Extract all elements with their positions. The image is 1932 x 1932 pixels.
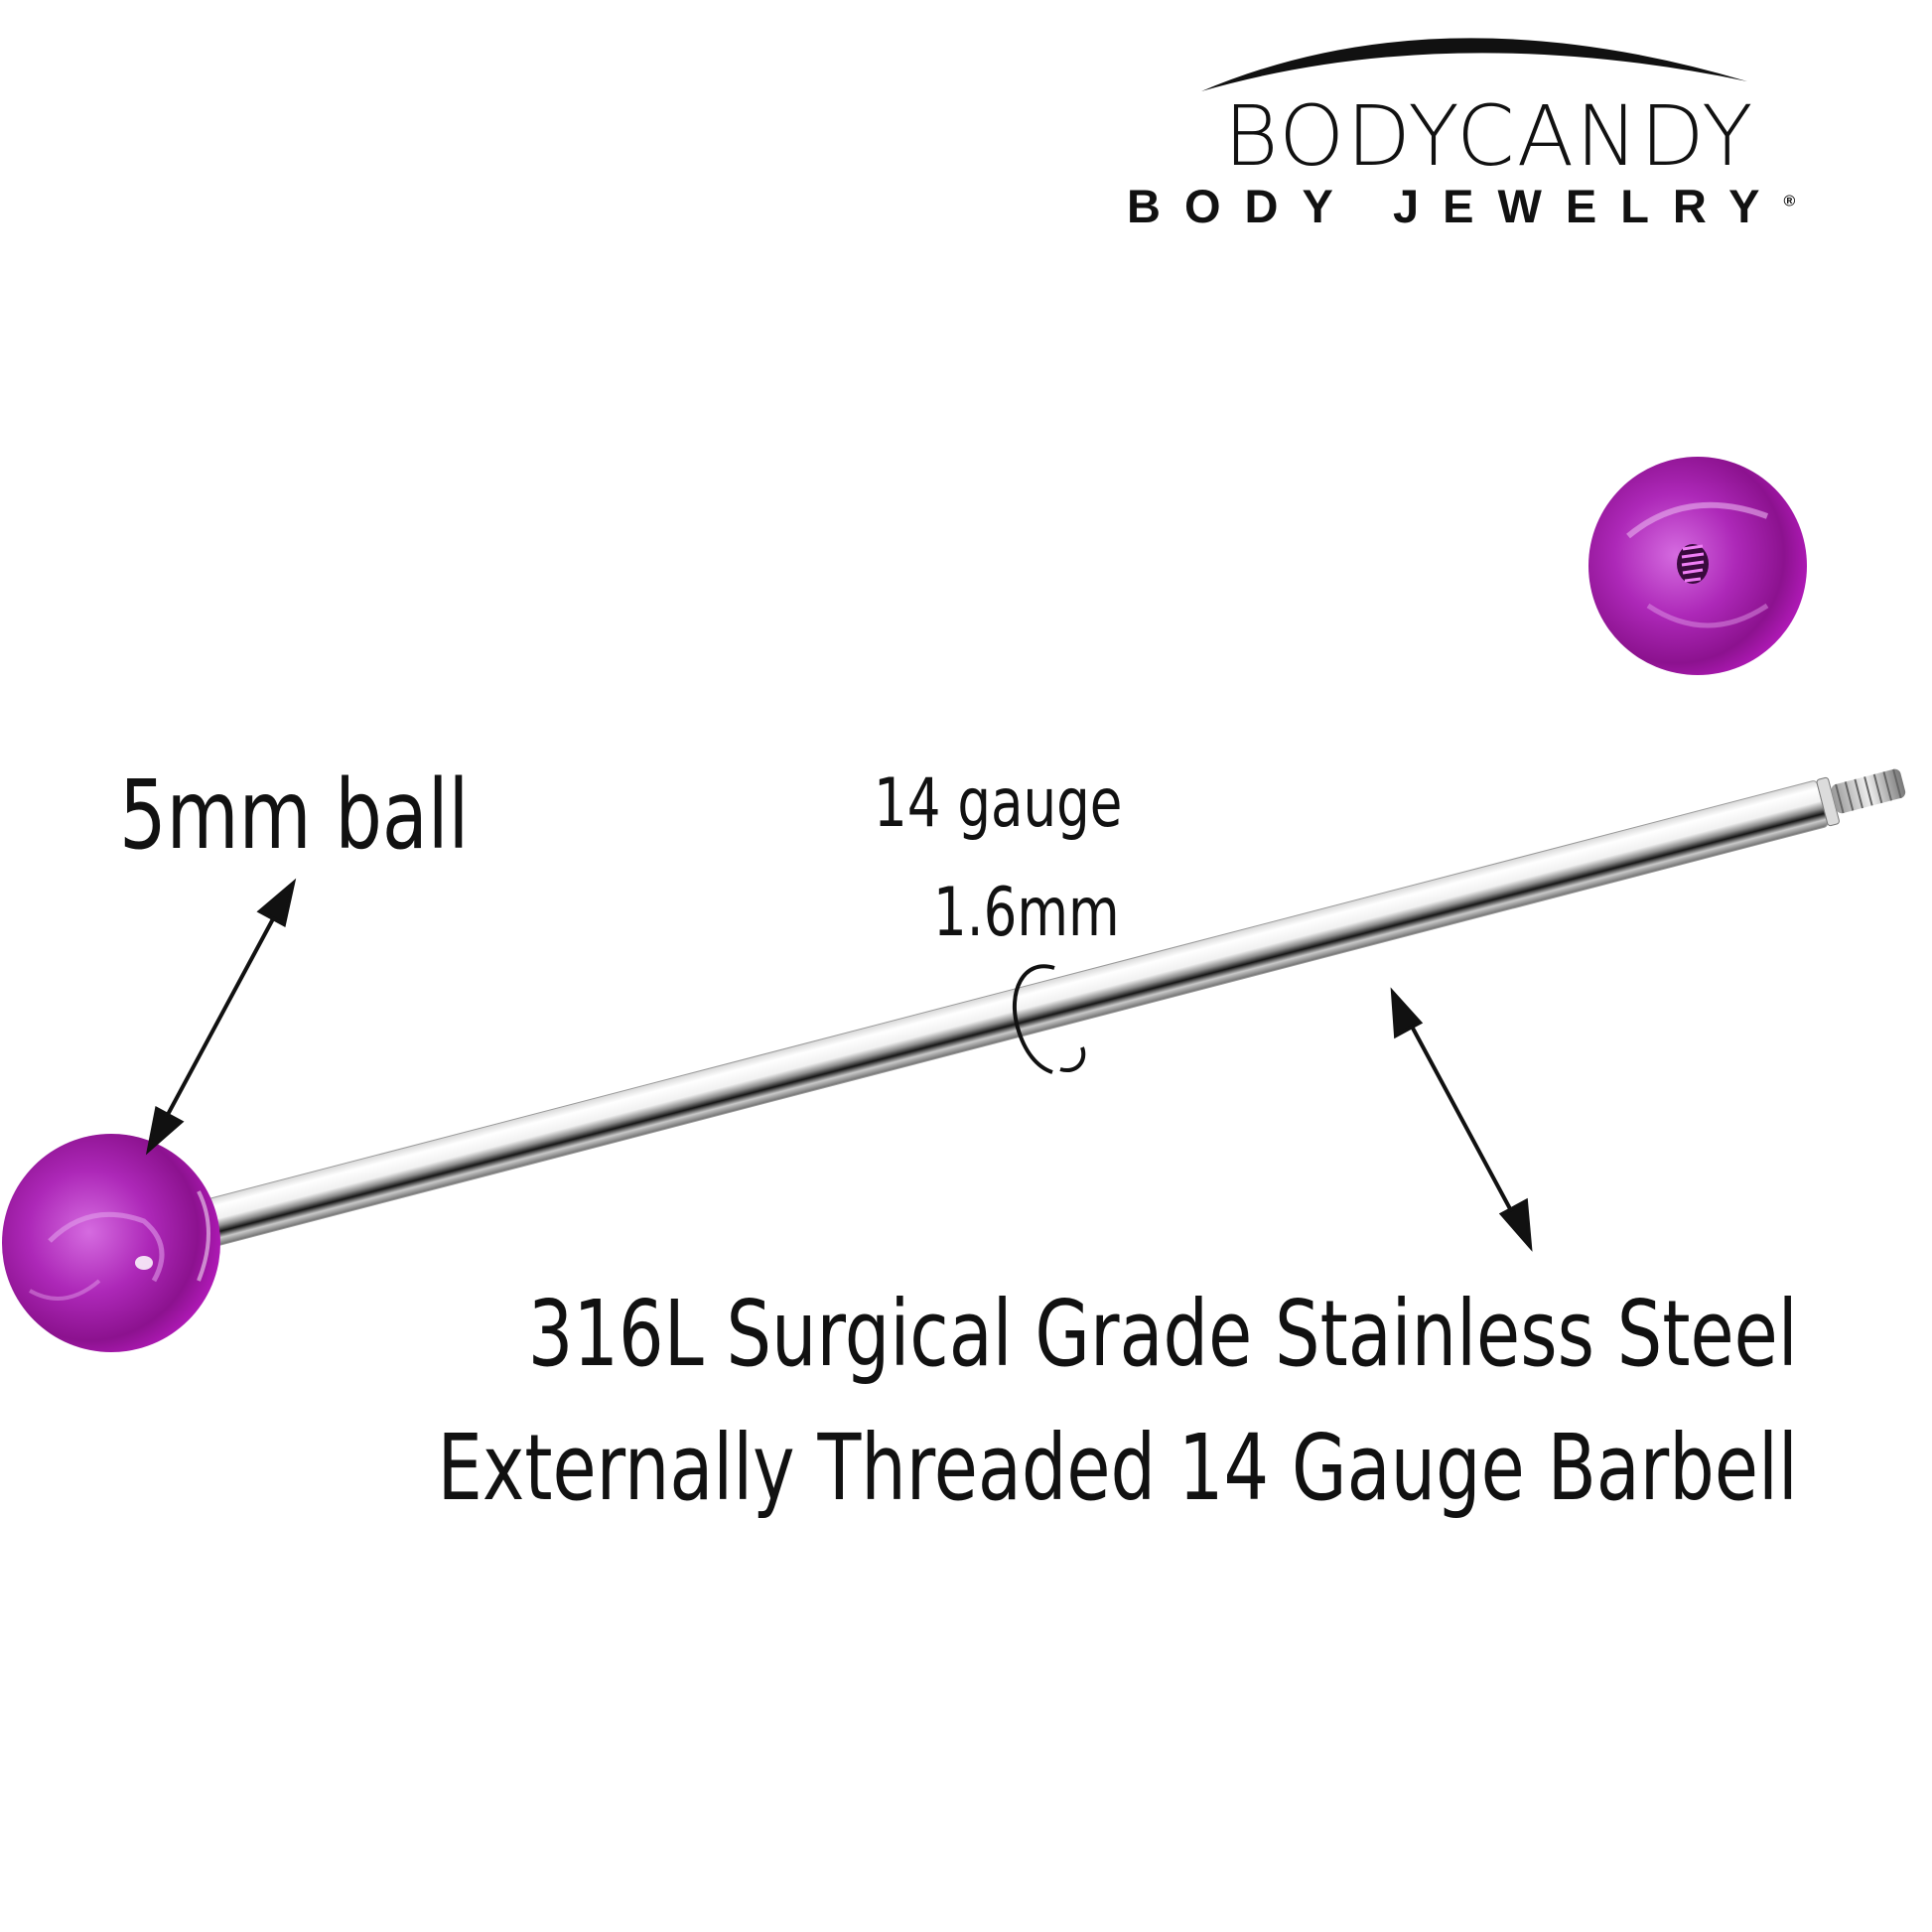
material-arrow: [1390, 987, 1533, 1252]
brand-logo: BODYCANDY BODY JEWELRY®: [1052, 20, 1926, 233]
gauge-ring: [1012, 964, 1086, 1074]
ball-size-arrow: [145, 878, 297, 1156]
gauge-mm-label: 1.6mm: [933, 874, 1120, 952]
ball-on-bar: [2, 1134, 220, 1352]
barbell-description: Externally Threaded 14 Gauge Barbell: [437, 1415, 1798, 1521]
loose-ball: [1588, 457, 1807, 675]
ball-size-label: 5mm ball: [119, 759, 470, 871]
logo-tagline: BODY JEWELRY®: [1127, 180, 1796, 232]
logo-swoosh: [1201, 38, 1747, 91]
logo-wordmark: BODYCANDY: [1223, 87, 1755, 185]
thread-tip: [1831, 768, 1906, 814]
material-description: 316L Surgical Grade Stainless Steel: [528, 1281, 1798, 1387]
gauge-label: 14 gauge: [874, 764, 1123, 843]
barbell-bar: [193, 768, 1906, 1249]
